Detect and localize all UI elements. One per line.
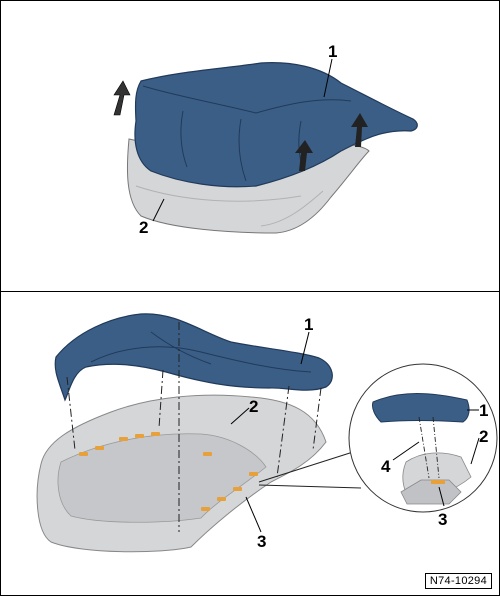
velcro-strip — [217, 497, 226, 501]
detail-velcro — [431, 480, 445, 484]
detail-alignment-line — [432, 416, 440, 479]
velcro-strip — [79, 452, 88, 456]
cover-seam-1 — [142, 85, 257, 114]
velcro-strip — [203, 452, 212, 456]
foam-contour — [135, 185, 302, 202]
velcro-strips — [79, 432, 258, 511]
cover-seam — [90, 346, 312, 373]
lift-arrow-left — [113, 80, 131, 116]
detail-leader-a — [258, 451, 354, 483]
leader-1 — [300, 331, 310, 365]
detail-leader-3 — [438, 486, 445, 507]
lift-arrow-right — [351, 113, 368, 147]
cover-seam-3 — [180, 110, 188, 168]
lift-arrow-mid — [295, 140, 313, 171]
illustration-cover-installation: 1 2 3 1 2 4 3 — [36, 313, 498, 553]
detail-callout-3: 3 — [438, 510, 447, 529]
velcro-strip — [95, 446, 104, 450]
detail-leader-b — [258, 484, 362, 489]
velcro-strip — [233, 487, 242, 491]
callout-1: 1 — [328, 42, 337, 61]
panel-cover-installation: 1 2 3 1 2 4 3 N74-10294 — [0, 292, 500, 596]
detail-leader-4 — [392, 441, 420, 461]
callout-3: 3 — [257, 532, 266, 551]
leader-2 — [230, 407, 250, 425]
callout-2: 2 — [139, 218, 148, 237]
cover-seam-2 — [255, 99, 352, 114]
cover-seam-4 — [238, 118, 247, 182]
detail-leader-2 — [470, 437, 480, 465]
detail-alignment-line — [418, 416, 430, 479]
velcro-strip — [201, 507, 210, 511]
velcro-strip — [119, 437, 128, 441]
alignment-line — [312, 387, 322, 451]
callout-2: 2 — [249, 397, 258, 416]
velcro-strip — [249, 472, 258, 476]
leader-1 — [323, 58, 333, 98]
foam-contour-side — [260, 190, 324, 227]
detail-callout-1: 1 — [479, 401, 488, 420]
alignment-line — [276, 385, 290, 478]
callout-1: 1 — [304, 315, 313, 334]
reference-code: N74-10294 — [424, 573, 492, 589]
leader-3 — [245, 496, 262, 533]
alignment-line — [66, 376, 76, 451]
illustration-cover-removal: 1 2 — [113, 42, 418, 237]
detail-callout-2: 2 — [479, 427, 488, 446]
alignment-line — [158, 369, 164, 429]
cover-fold — [150, 331, 212, 365]
detail-alignment — [418, 416, 440, 479]
seat-cover — [134, 62, 418, 188]
panel-cover-removal: 1 2 — [0, 0, 500, 292]
detail-callout-4: 4 — [381, 457, 391, 476]
velcro-strip — [151, 432, 160, 436]
detail-frame-edge — [400, 479, 462, 505]
leader-2 — [152, 198, 165, 222]
detail-cover — [372, 393, 470, 423]
alignment-lines — [66, 322, 322, 532]
velcro-strip — [135, 434, 144, 438]
